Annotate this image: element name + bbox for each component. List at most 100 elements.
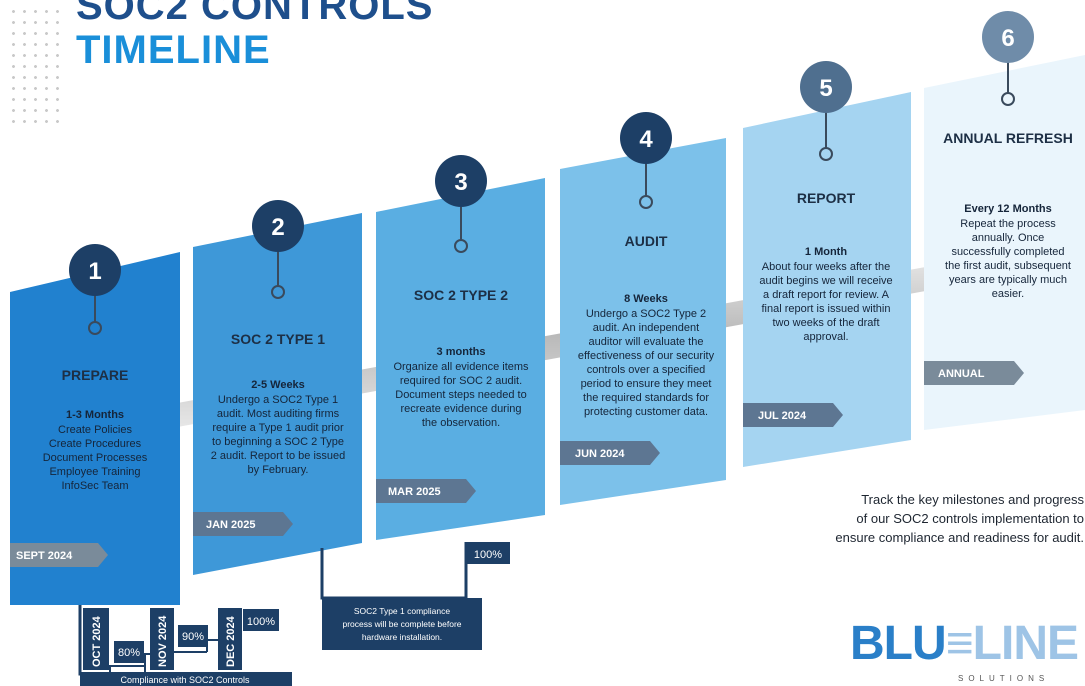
phase-duration-6: Every 12 Months	[964, 203, 1051, 215]
phase-line: Document steps needed to	[395, 389, 526, 401]
month-box-oct	[83, 608, 109, 670]
percent-box-100	[243, 609, 279, 631]
phase-title-3: SOC 2 TYPE 2	[414, 287, 508, 303]
phase-pin-5: 5	[800, 61, 852, 161]
phase-duration-5: 1 Month	[805, 246, 847, 258]
type1-percent-box	[466, 542, 510, 564]
logo-part-1: BLU	[850, 617, 947, 670]
date-label-1: SEPT 2024	[16, 550, 73, 562]
phase-duration-1: 1-3 Months	[66, 409, 124, 421]
phase-panel-4	[560, 138, 726, 505]
date-tag-4: JUN 2024	[560, 441, 660, 465]
logo-part-2: LINE	[972, 617, 1079, 670]
tracking-line: Track the key milestones and progress	[861, 492, 1084, 507]
phase-title-2: SOC 2 TYPE 1	[231, 331, 325, 347]
phase-duration-3: 3 months	[437, 346, 486, 358]
phase-line: Create Policies	[58, 424, 132, 436]
phase-pin-4: 4	[620, 112, 672, 209]
phase-number-2: 2	[271, 214, 284, 241]
dot-pattern	[8, 6, 64, 130]
tracking-line: ensure compliance and readiness for audi…	[835, 530, 1084, 545]
phase-line: years are typically much	[949, 274, 1067, 286]
phase-title-5: REPORT	[797, 190, 856, 206]
phase-line: period to ensure they meet	[581, 378, 712, 390]
percent-label-90: 90%	[182, 631, 204, 643]
phase-panel-3	[376, 178, 545, 540]
month-label-oct: OCT 2024	[91, 615, 103, 667]
phase-panel-6	[924, 55, 1085, 430]
date-tag-1: SEPT 2024	[10, 543, 108, 567]
phase-line: annually. Once	[972, 232, 1045, 244]
percent-label-100: 100%	[247, 616, 275, 628]
phase-number-5: 5	[819, 75, 832, 102]
date-tag-5: JUL 2024	[743, 403, 843, 427]
phase-line: Undergo a SOC2 Type 2	[586, 308, 706, 320]
month-box-dec	[218, 608, 242, 670]
date-label-4: JUN 2024	[575, 448, 625, 460]
phase-line: successfully completed	[951, 246, 1064, 258]
phase-number-3: 3	[454, 169, 467, 196]
phase-line: Document Processes	[43, 452, 148, 464]
phase-line: About four weeks after the	[762, 261, 890, 273]
progress-caption: Compliance with SOC2 Controls	[120, 675, 250, 685]
month-label-dec: DEC 2024	[225, 615, 237, 667]
phase-panel-5	[743, 92, 911, 467]
phase-line: by February.	[248, 464, 309, 476]
phase-line: the first audit, subsequent	[945, 260, 1071, 272]
phase-line: audit. An independent	[593, 322, 699, 334]
company-logo: BLU≡LINE	[850, 616, 1079, 672]
percent-box-80	[114, 641, 144, 663]
date-label-6: ANNUAL	[938, 368, 985, 380]
date-label-5: JUL 2024	[758, 410, 807, 422]
tracking-description: Track the key milestones and progress of…	[822, 490, 1084, 547]
type1-percent-label: 100%	[474, 549, 502, 561]
percent-label-80: 80%	[118, 647, 140, 659]
phase-title-6: ANNUAL REFRESH	[943, 130, 1073, 146]
title-line-2: TIMELINE	[76, 28, 271, 72]
phase-number-4: 4	[639, 126, 653, 153]
phase-line: recreate evidence during	[400, 403, 521, 415]
phase-line: two weeks of the draft	[773, 317, 880, 329]
phase-line: audit begins we will receive	[759, 275, 892, 287]
phase-duration-2: 2-5 Weeks	[251, 379, 305, 391]
type1-note-box	[322, 598, 482, 650]
phase-line: Organize all evidence items	[393, 361, 529, 373]
phase-line: 2 audit. Report to be issued	[211, 450, 346, 462]
date-tag-3: MAR 2025	[376, 479, 476, 503]
phase-line: final report is issued within	[761, 303, 890, 315]
phase-panel-2	[193, 213, 362, 575]
phase-title-1: PREPARE	[62, 367, 129, 383]
phase-line: easier.	[992, 288, 1024, 300]
phase-line: to beginning a SOC 2 Type	[212, 436, 344, 448]
phase-line: effectiveness of our security	[578, 350, 715, 362]
phase-pin-6: 6	[982, 11, 1034, 106]
logo-mark: ≡	[945, 617, 974, 670]
type1-note: 100% SOC2 Type 1 compliance process will…	[320, 542, 510, 650]
phase-line: a draft report for review. A	[763, 289, 890, 301]
month-label-nov: NOV 2024	[157, 615, 169, 667]
type1-note-line: SOC2 Type 1 compliance	[354, 606, 450, 616]
phase-panel-1	[10, 252, 180, 605]
title-line-1: SOC2 CONTROLS	[76, 0, 434, 28]
date-label-3: MAR 2025	[388, 486, 441, 498]
type1-note-line: hardware installation.	[362, 632, 442, 642]
date-tag-2: JAN 2025	[193, 512, 293, 536]
type1-note-line: process will be complete before	[342, 619, 461, 629]
phase-line: protecting customer data.	[584, 406, 708, 418]
phase-line: Repeat the process	[960, 218, 1056, 230]
phase-line: the observation.	[422, 417, 500, 429]
date-label-2: JAN 2025	[206, 519, 256, 531]
phase-line: the required standards for	[583, 392, 709, 404]
phase-line: InfoSec Team	[61, 480, 128, 492]
month-box-nov	[150, 608, 174, 670]
phase-pin-3: 3	[435, 155, 487, 253]
date-tag-6: ANNUAL	[924, 361, 1024, 385]
phase-line: Undergo a SOC2 Type 1	[218, 394, 338, 406]
tracking-line: of our SOC2 controls implementation to	[856, 511, 1084, 526]
phase-number-6: 6	[1001, 25, 1014, 52]
phase-line: require a Type 1 audit prior	[212, 422, 344, 434]
phase-line: approval.	[803, 331, 848, 343]
phase-pin-1: 1	[69, 244, 121, 335]
